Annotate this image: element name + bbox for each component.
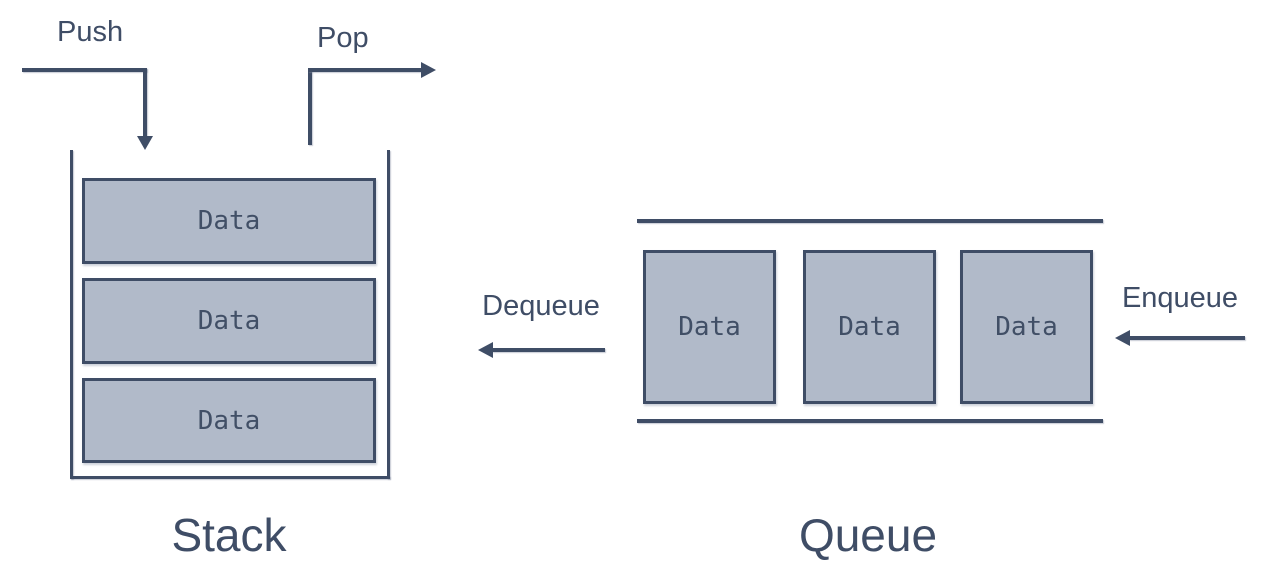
queue-item-1-label: Data	[838, 312, 901, 342]
dequeue-label: Dequeue	[482, 290, 600, 322]
pop-arrow-shaft	[308, 70, 312, 145]
push-arrowhead-icon	[137, 136, 153, 150]
queue-item-2: Data	[960, 250, 1093, 404]
push-arrow-tail	[22, 68, 147, 72]
stack-item-0: Data	[82, 178, 376, 264]
stack-item-1-label: Data	[197, 306, 261, 336]
pop-label: Pop	[317, 22, 369, 54]
stack-left-wall	[70, 150, 73, 479]
enqueue-arrowhead-icon	[1115, 330, 1130, 346]
queue-bottom-rail	[637, 419, 1103, 423]
queue-top-rail	[637, 219, 1103, 223]
stack-right-wall	[387, 150, 390, 479]
enqueue-label: Enqueue	[1121, 282, 1239, 314]
stack-bottom-wall	[70, 476, 390, 479]
push-arrow-shaft	[143, 68, 147, 138]
queue-item-0: Data	[643, 250, 776, 404]
stack-item-1: Data	[82, 278, 376, 364]
queue-item-0-label: Data	[678, 312, 741, 342]
pop-arrow-tail	[308, 68, 422, 72]
stack-item-2-label: Data	[197, 405, 261, 436]
dequeue-arrow-shaft	[492, 348, 605, 352]
queue-item-2-label: Data	[995, 312, 1058, 342]
stack-title: Stack	[171, 509, 287, 561]
push-label: Push	[57, 16, 124, 48]
dequeue-arrowhead-icon	[478, 342, 493, 358]
stack-item-2: Data	[82, 378, 376, 463]
stack-item-0-label: Data	[197, 206, 261, 236]
queue-item-1: Data	[803, 250, 936, 404]
enqueue-arrow-shaft	[1129, 336, 1245, 340]
pop-arrowhead-icon	[421, 62, 436, 78]
queue-title: Queue	[798, 509, 938, 561]
